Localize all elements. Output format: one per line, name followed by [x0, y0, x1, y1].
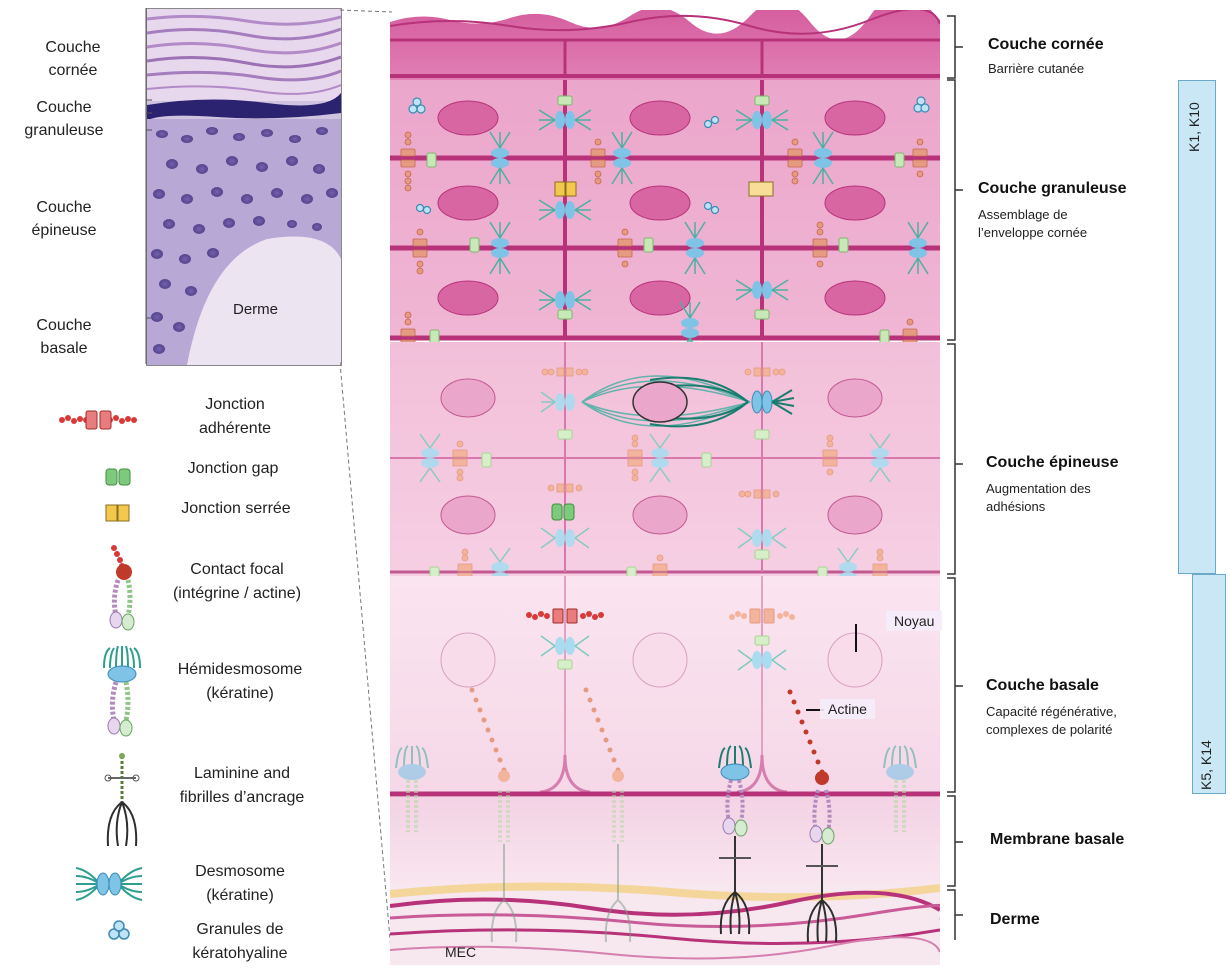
focal-contact-icon: [100, 542, 140, 634]
derme-label: Derme: [233, 301, 278, 318]
corneum-region: [390, 10, 940, 80]
mec-label: MEC: [445, 944, 476, 960]
histology-label-granulosum: Couche granuleuse: [4, 96, 124, 142]
gap-junction-icon: [104, 466, 134, 488]
desmosome-icon: [74, 864, 144, 904]
micrograph-ticks: [138, 8, 152, 368]
legend-label-focal: Contact focal (intégrine / actine): [152, 558, 322, 606]
spinous-region: [390, 342, 940, 596]
layer-title-corneum: Couche cornée: [988, 36, 1104, 54]
legend-label-hemidesmosome: Hémidesmosome (kératine): [150, 658, 330, 706]
histology-label-basale: Couche basale: [4, 314, 124, 360]
legend-label-desmosome: Desmosome (kératine): [160, 860, 320, 908]
layer-brackets: [945, 10, 975, 960]
layer-title-granulosum: Couche granuleuse: [978, 180, 1126, 198]
keratin-label-k1-k10: K1, K10: [1186, 102, 1202, 152]
actine-label: Actine: [820, 699, 875, 719]
layer-title-membrane: Membrane basale: [990, 831, 1124, 849]
layer-title-spinosum: Couche épineuse: [986, 454, 1118, 472]
layer-title-basale: Couche basale: [986, 677, 1099, 695]
layer-sub-corneum: Barrière cutanée: [988, 60, 1084, 78]
basal-region: [390, 576, 940, 794]
epidermis-schematic: [390, 10, 940, 965]
adherens-junction-icon: [56, 402, 140, 438]
layer-sub-granulosum: Assemblage de l’enveloppe cornée: [978, 206, 1087, 242]
legend-label-adherens: Jonction adhérente: [170, 393, 300, 441]
granular-region: [390, 80, 940, 357]
noyau-label: Noyau: [886, 611, 942, 631]
layer-sub-spinosum: Augmentation des adhésions: [986, 480, 1091, 516]
layer-title-derme: Derme: [990, 911, 1040, 929]
keratin-label-k5-k14: K5, K14: [1198, 740, 1214, 790]
histology-micrograph: Derme: [146, 8, 342, 366]
tight-junction-icon: [104, 502, 134, 524]
laminin-fibrils-icon: [100, 752, 144, 848]
keratohyalin-granules-icon: [104, 918, 134, 944]
legend-label-tight: Jonction serrée: [156, 497, 316, 521]
legend-label-laminin: Laminine and fibrilles d’ancrage: [152, 762, 332, 810]
layer-sub-basale: Capacité régénérative, complexes de pola…: [986, 703, 1117, 739]
histology-label-corneum: Couche cornée: [8, 36, 138, 82]
hemidesmosome-icon: [98, 646, 146, 742]
histology-label-spinosum: Couche épineuse: [4, 196, 124, 242]
keratin-bar-k1-k10: [1178, 80, 1216, 574]
legend-label-granules: Granules de kératohyaline: [170, 918, 310, 966]
legend-label-gap: Jonction gap: [168, 457, 298, 481]
